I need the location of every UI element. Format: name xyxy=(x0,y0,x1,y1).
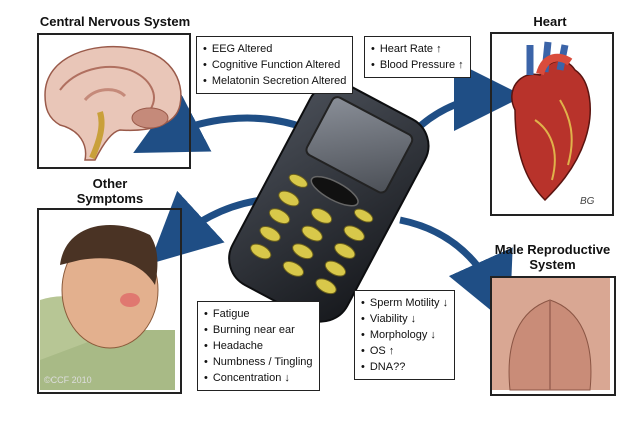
reproductive-illustration xyxy=(492,278,610,391)
list-item: OS ↑ xyxy=(361,343,448,359)
symptoms-box: Fatigue Burning near ear Headache Numbne… xyxy=(197,301,320,391)
list-item: Viability ↓ xyxy=(361,311,448,327)
list-item: Heart Rate ↑ xyxy=(371,41,464,57)
list-item: Headache xyxy=(204,338,313,354)
list-item: Sperm Motility ↓ xyxy=(361,295,448,311)
man-illustration xyxy=(40,225,175,390)
cell-phone-illustration xyxy=(228,81,430,323)
artist-signature: BG xyxy=(580,196,595,207)
list-item: Morphology ↓ xyxy=(361,327,448,343)
reproductive-panel xyxy=(490,276,616,396)
copyright-text: ©CCF 2010 xyxy=(44,375,92,385)
list-item: DNA?? xyxy=(361,359,448,375)
list-item: Cognitive Function Altered xyxy=(203,57,346,73)
list-item: Concentration ↓ xyxy=(204,370,313,386)
heart-effects-box: Heart Rate ↑ Blood Pressure ↑ xyxy=(364,36,471,78)
other-symptoms-title: Other Symptoms xyxy=(76,176,144,206)
cns-panel xyxy=(37,33,191,169)
symptoms-panel xyxy=(37,208,182,394)
list-item: Melatonin Secretion Altered xyxy=(203,73,347,89)
list-item: Fatigue xyxy=(204,306,313,322)
list-item: EEG Altered xyxy=(203,41,346,57)
heart-panel xyxy=(490,32,614,216)
arrow-to-reproductive xyxy=(399,216,513,326)
cns-title: Central Nervous System xyxy=(39,14,191,29)
brain-illustration xyxy=(44,45,182,161)
list-item: Numbness / Tingling xyxy=(204,354,313,370)
reproductive-effects-box: Sperm Motility ↓ Viability ↓ Morphology … xyxy=(354,290,456,380)
heart-illustration xyxy=(511,41,591,202)
list-item: Blood Pressure ↑ xyxy=(371,57,464,73)
heart-title: Heart xyxy=(533,14,567,29)
arrow-to-symptoms xyxy=(149,190,263,264)
cns-effects-box: EEG Altered Cognitive Function Altered M… xyxy=(196,36,354,94)
male-reproductive-title: Male Reproductive System xyxy=(494,242,611,272)
arrow-to-heart xyxy=(415,61,524,132)
arrow-to-cns xyxy=(133,89,307,153)
list-item: Burning near ear xyxy=(204,322,313,338)
